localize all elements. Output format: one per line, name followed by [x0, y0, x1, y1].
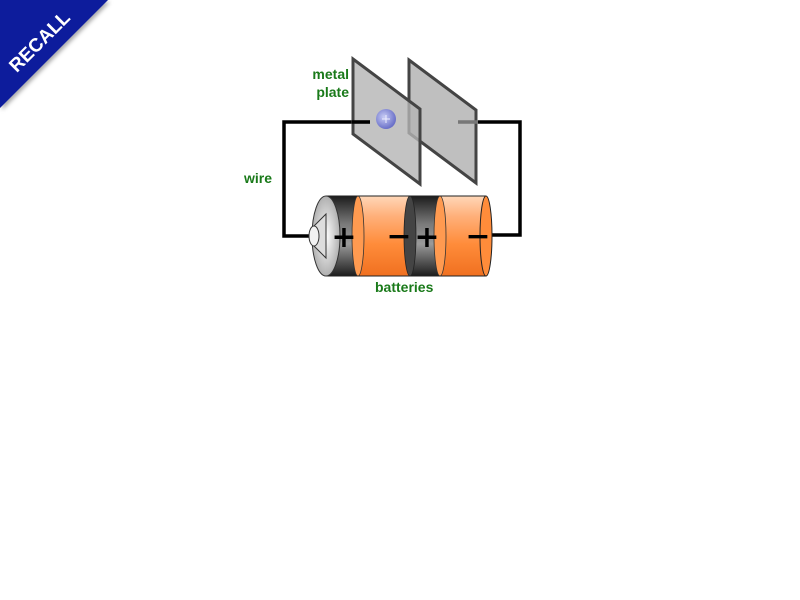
metal-plate-label: metal plate	[307, 66, 349, 100]
batteries	[308, 195, 493, 277]
plus-sign-2: +	[414, 220, 439, 255]
wire-label: wire	[244, 170, 273, 186]
recall-banner: RECALL	[0, 0, 120, 120]
minus-sign-2: −	[465, 219, 490, 254]
electron-icon	[376, 109, 396, 129]
minus-sign-1: −	[386, 219, 411, 254]
wire	[282, 120, 522, 238]
batteries-label: batteries	[375, 279, 434, 295]
plus-sign-1: +	[331, 220, 356, 255]
metal-plate-label-line2: plate	[316, 84, 349, 100]
metal-plate-label-line1: metal	[312, 66, 349, 82]
